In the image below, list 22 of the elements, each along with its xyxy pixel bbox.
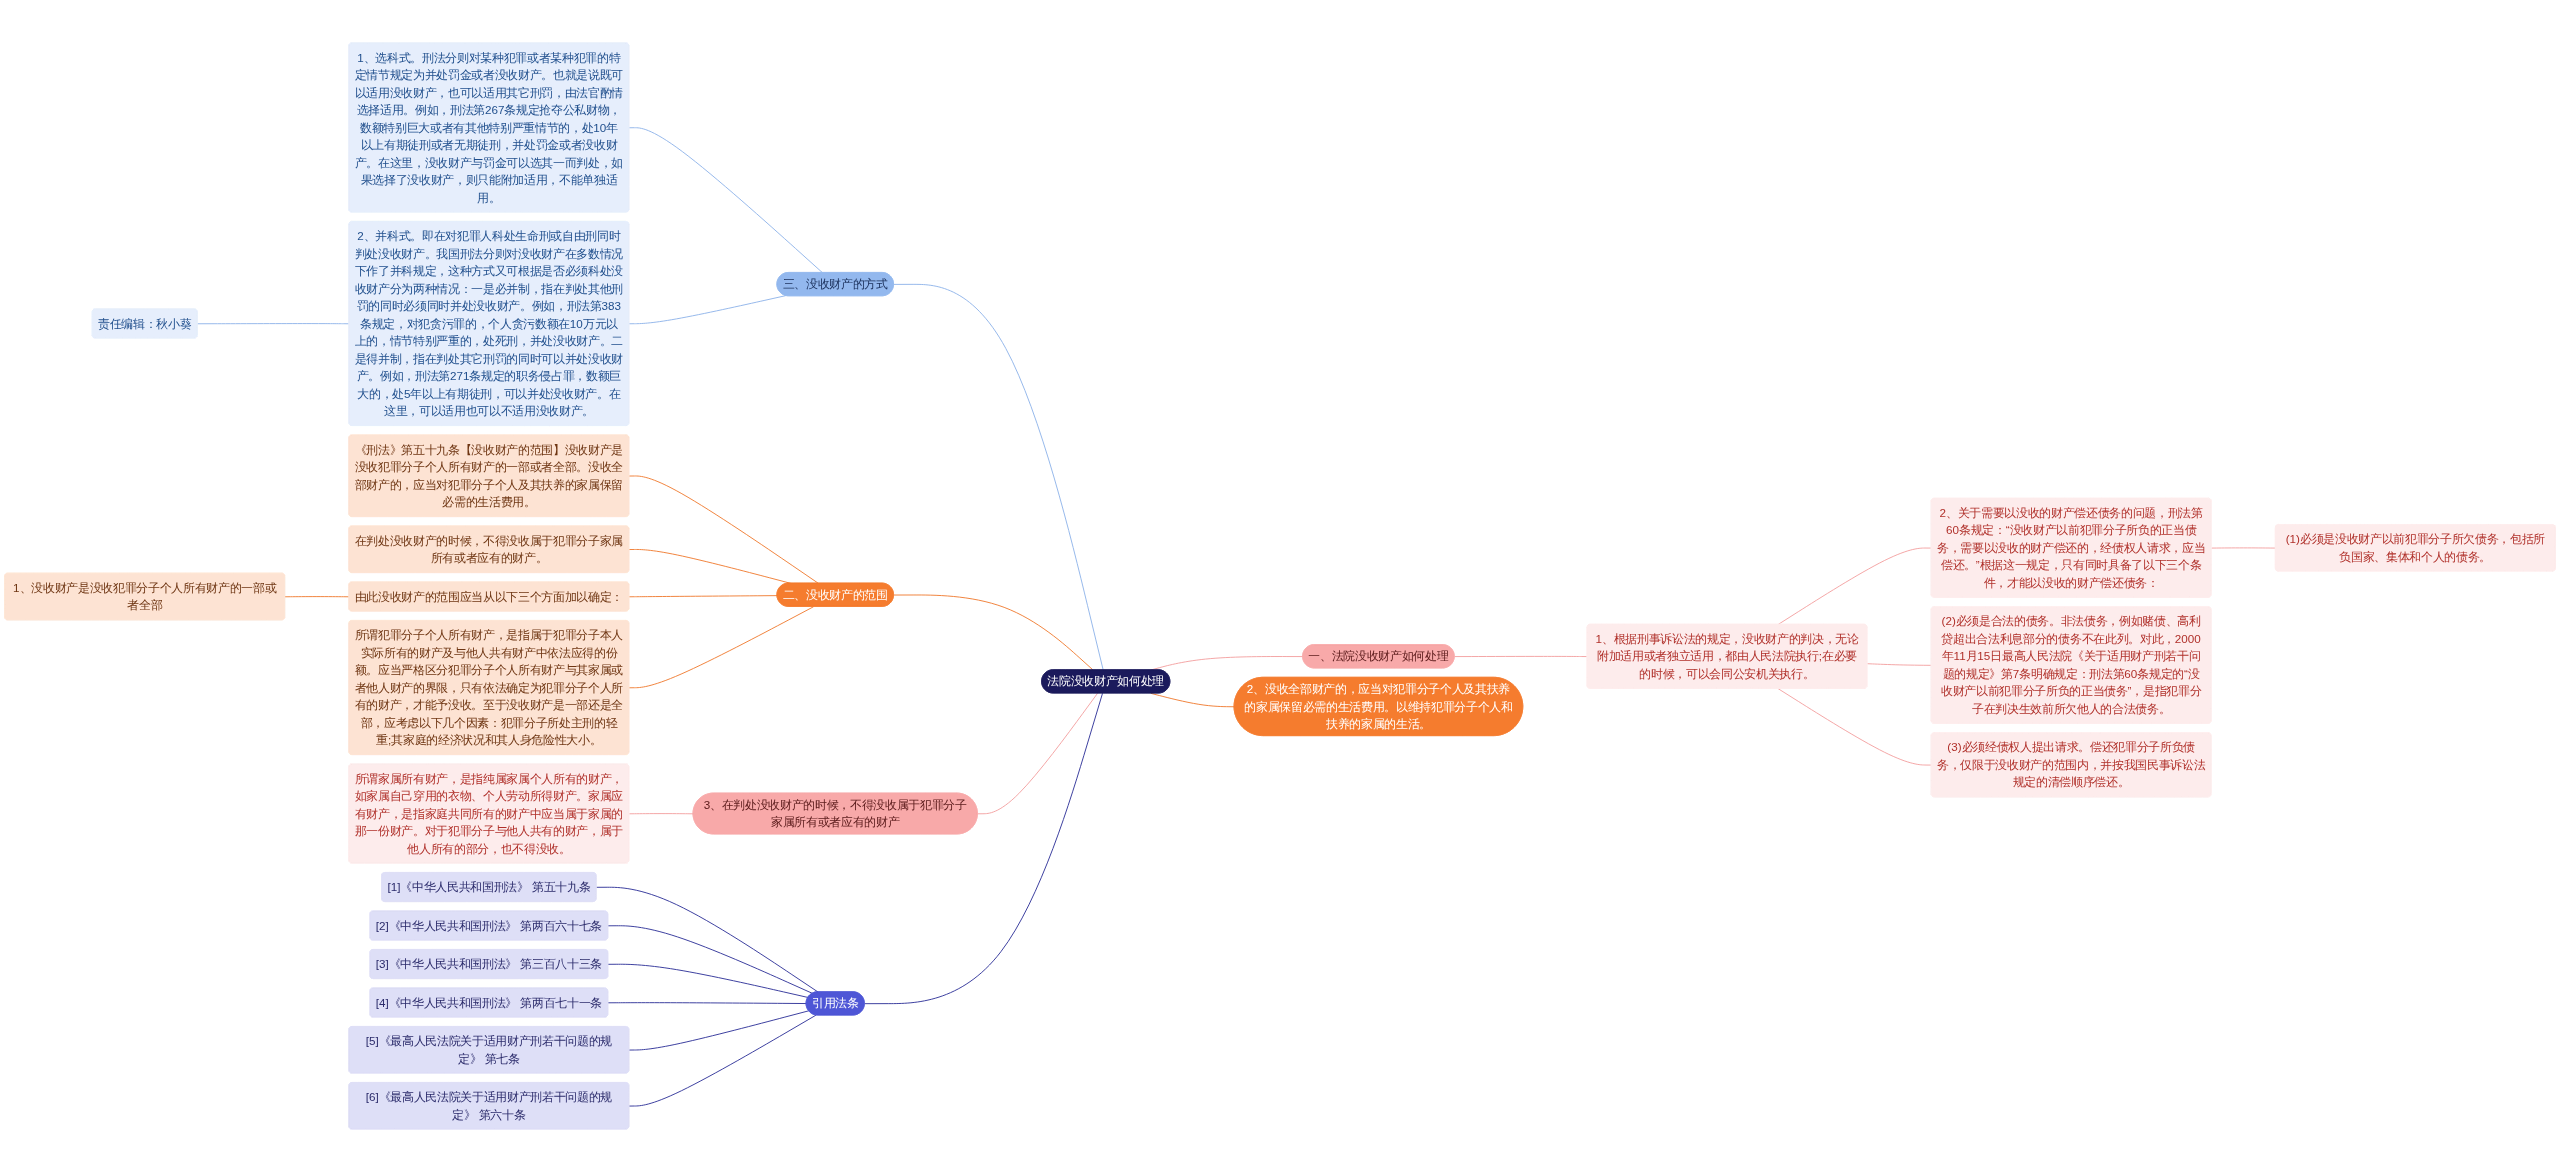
connector	[893, 594, 1094, 671]
connector	[2210, 547, 2277, 549]
connector	[1777, 688, 1932, 766]
connector	[628, 595, 778, 598]
connector	[864, 692, 1103, 1005]
connector	[607, 925, 813, 994]
connector	[628, 1010, 810, 1051]
connector	[1454, 655, 1588, 658]
connector	[595, 886, 819, 993]
connector	[628, 127, 823, 274]
connector	[628, 813, 694, 815]
connector	[197, 323, 350, 325]
connector	[977, 692, 1098, 815]
connector	[1777, 547, 1932, 625]
connector	[893, 283, 1104, 671]
connector	[628, 606, 815, 689]
connector	[628, 1014, 817, 1107]
connector	[607, 1002, 807, 1004]
connector	[1866, 663, 1932, 666]
connector	[284, 596, 350, 598]
connector	[607, 963, 809, 998]
connector	[628, 475, 819, 584]
